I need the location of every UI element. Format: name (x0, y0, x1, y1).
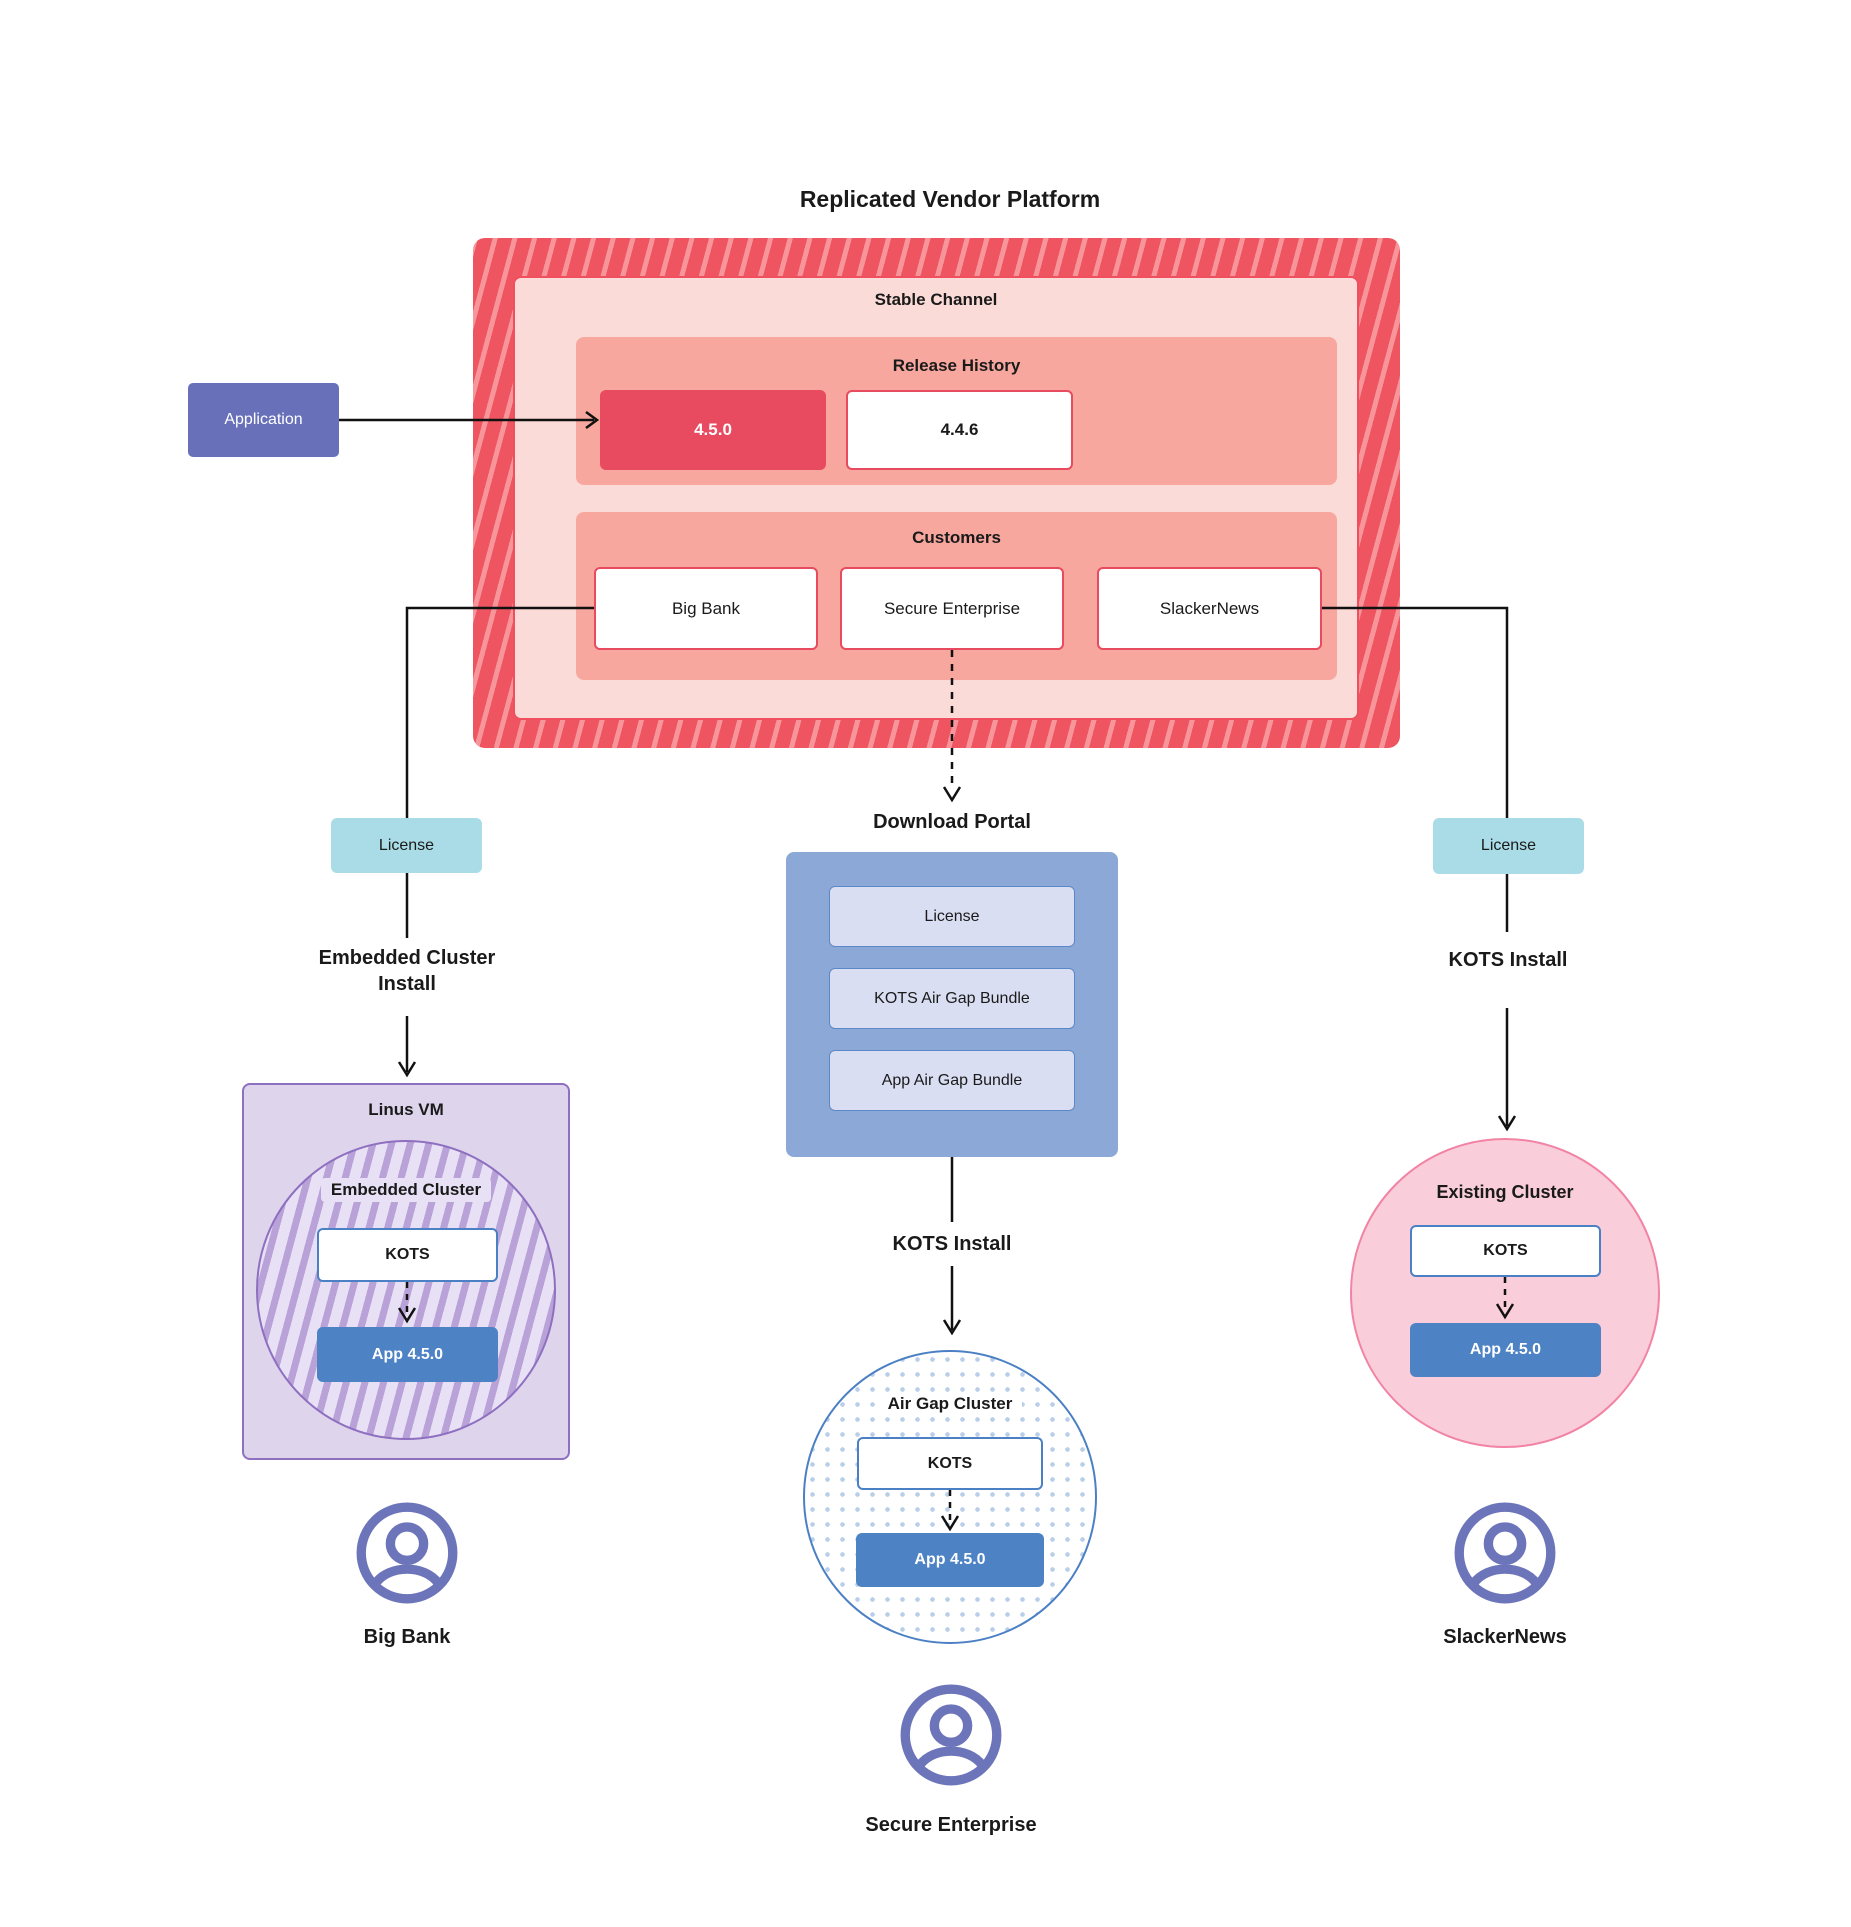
arrowhead-down (397, 1061, 417, 1078)
application-box: Application (188, 383, 339, 457)
customer-big-bank: Big Bank (594, 567, 818, 650)
arrowhead-down (942, 1319, 962, 1336)
user-icon (900, 1684, 1002, 1786)
release-history-label: Release History (892, 356, 1021, 375)
embedded-cluster-label-wrap: Embedded Cluster (256, 1178, 556, 1202)
actor-big-bank: Big Bank (363, 1626, 451, 1648)
actor-slackernews: SlackerNews (1443, 1626, 1567, 1648)
license-box-left: License (331, 818, 482, 873)
release-version-current: 4.5.0 (600, 390, 826, 470)
arrowhead-down (1497, 1115, 1517, 1132)
portal-item-app-airgap-bundle: App Air Gap Bundle (829, 1050, 1075, 1111)
air-gap-cluster-label: Air Gap Cluster (877, 1392, 1023, 1416)
kots-install-label-center: KOTS Install (892, 1233, 1012, 1255)
kots-box-left: KOTS (317, 1228, 498, 1282)
app-box-center: App 4.5.0 (856, 1533, 1044, 1587)
arrowhead-down (942, 786, 962, 803)
stable-channel-label: Stable Channel (874, 290, 998, 309)
actor-secure-enterprise: Secure Enterprise (865, 1814, 1037, 1836)
user-icon (1454, 1502, 1556, 1604)
portal-item-license: License (829, 886, 1075, 947)
diagram-title: Replicated Vendor Platform (799, 186, 1101, 212)
release-version-previous: 4.4.6 (846, 390, 1073, 470)
embedded-cluster-label: Embedded Cluster (320, 1178, 492, 1202)
kots-box-center: KOTS (857, 1437, 1043, 1490)
portal-item-kots-airgap-bundle: KOTS Air Gap Bundle (829, 968, 1075, 1029)
customers-label: Customers (912, 528, 1001, 547)
customer-slackernews: SlackerNews (1097, 567, 1322, 650)
existing-cluster-label: Existing Cluster (1436, 1182, 1574, 1202)
linux-vm-label: Linus VM (368, 1100, 444, 1119)
license-box-right: License (1433, 818, 1584, 874)
download-portal-label: Download Portal (873, 811, 1031, 833)
user-icon (356, 1502, 458, 1604)
air-gap-cluster-label-wrap: Air Gap Cluster (803, 1392, 1097, 1416)
embedded-cluster-install-label: Embedded Cluster Install (318, 947, 496, 995)
kots-install-label-right: KOTS Install (1448, 949, 1568, 971)
kots-box-right: KOTS (1410, 1225, 1601, 1277)
app-box-right: App 4.5.0 (1410, 1323, 1601, 1377)
app-box-left: App 4.5.0 (317, 1327, 498, 1382)
customer-secure-enterprise: Secure Enterprise (840, 567, 1064, 650)
